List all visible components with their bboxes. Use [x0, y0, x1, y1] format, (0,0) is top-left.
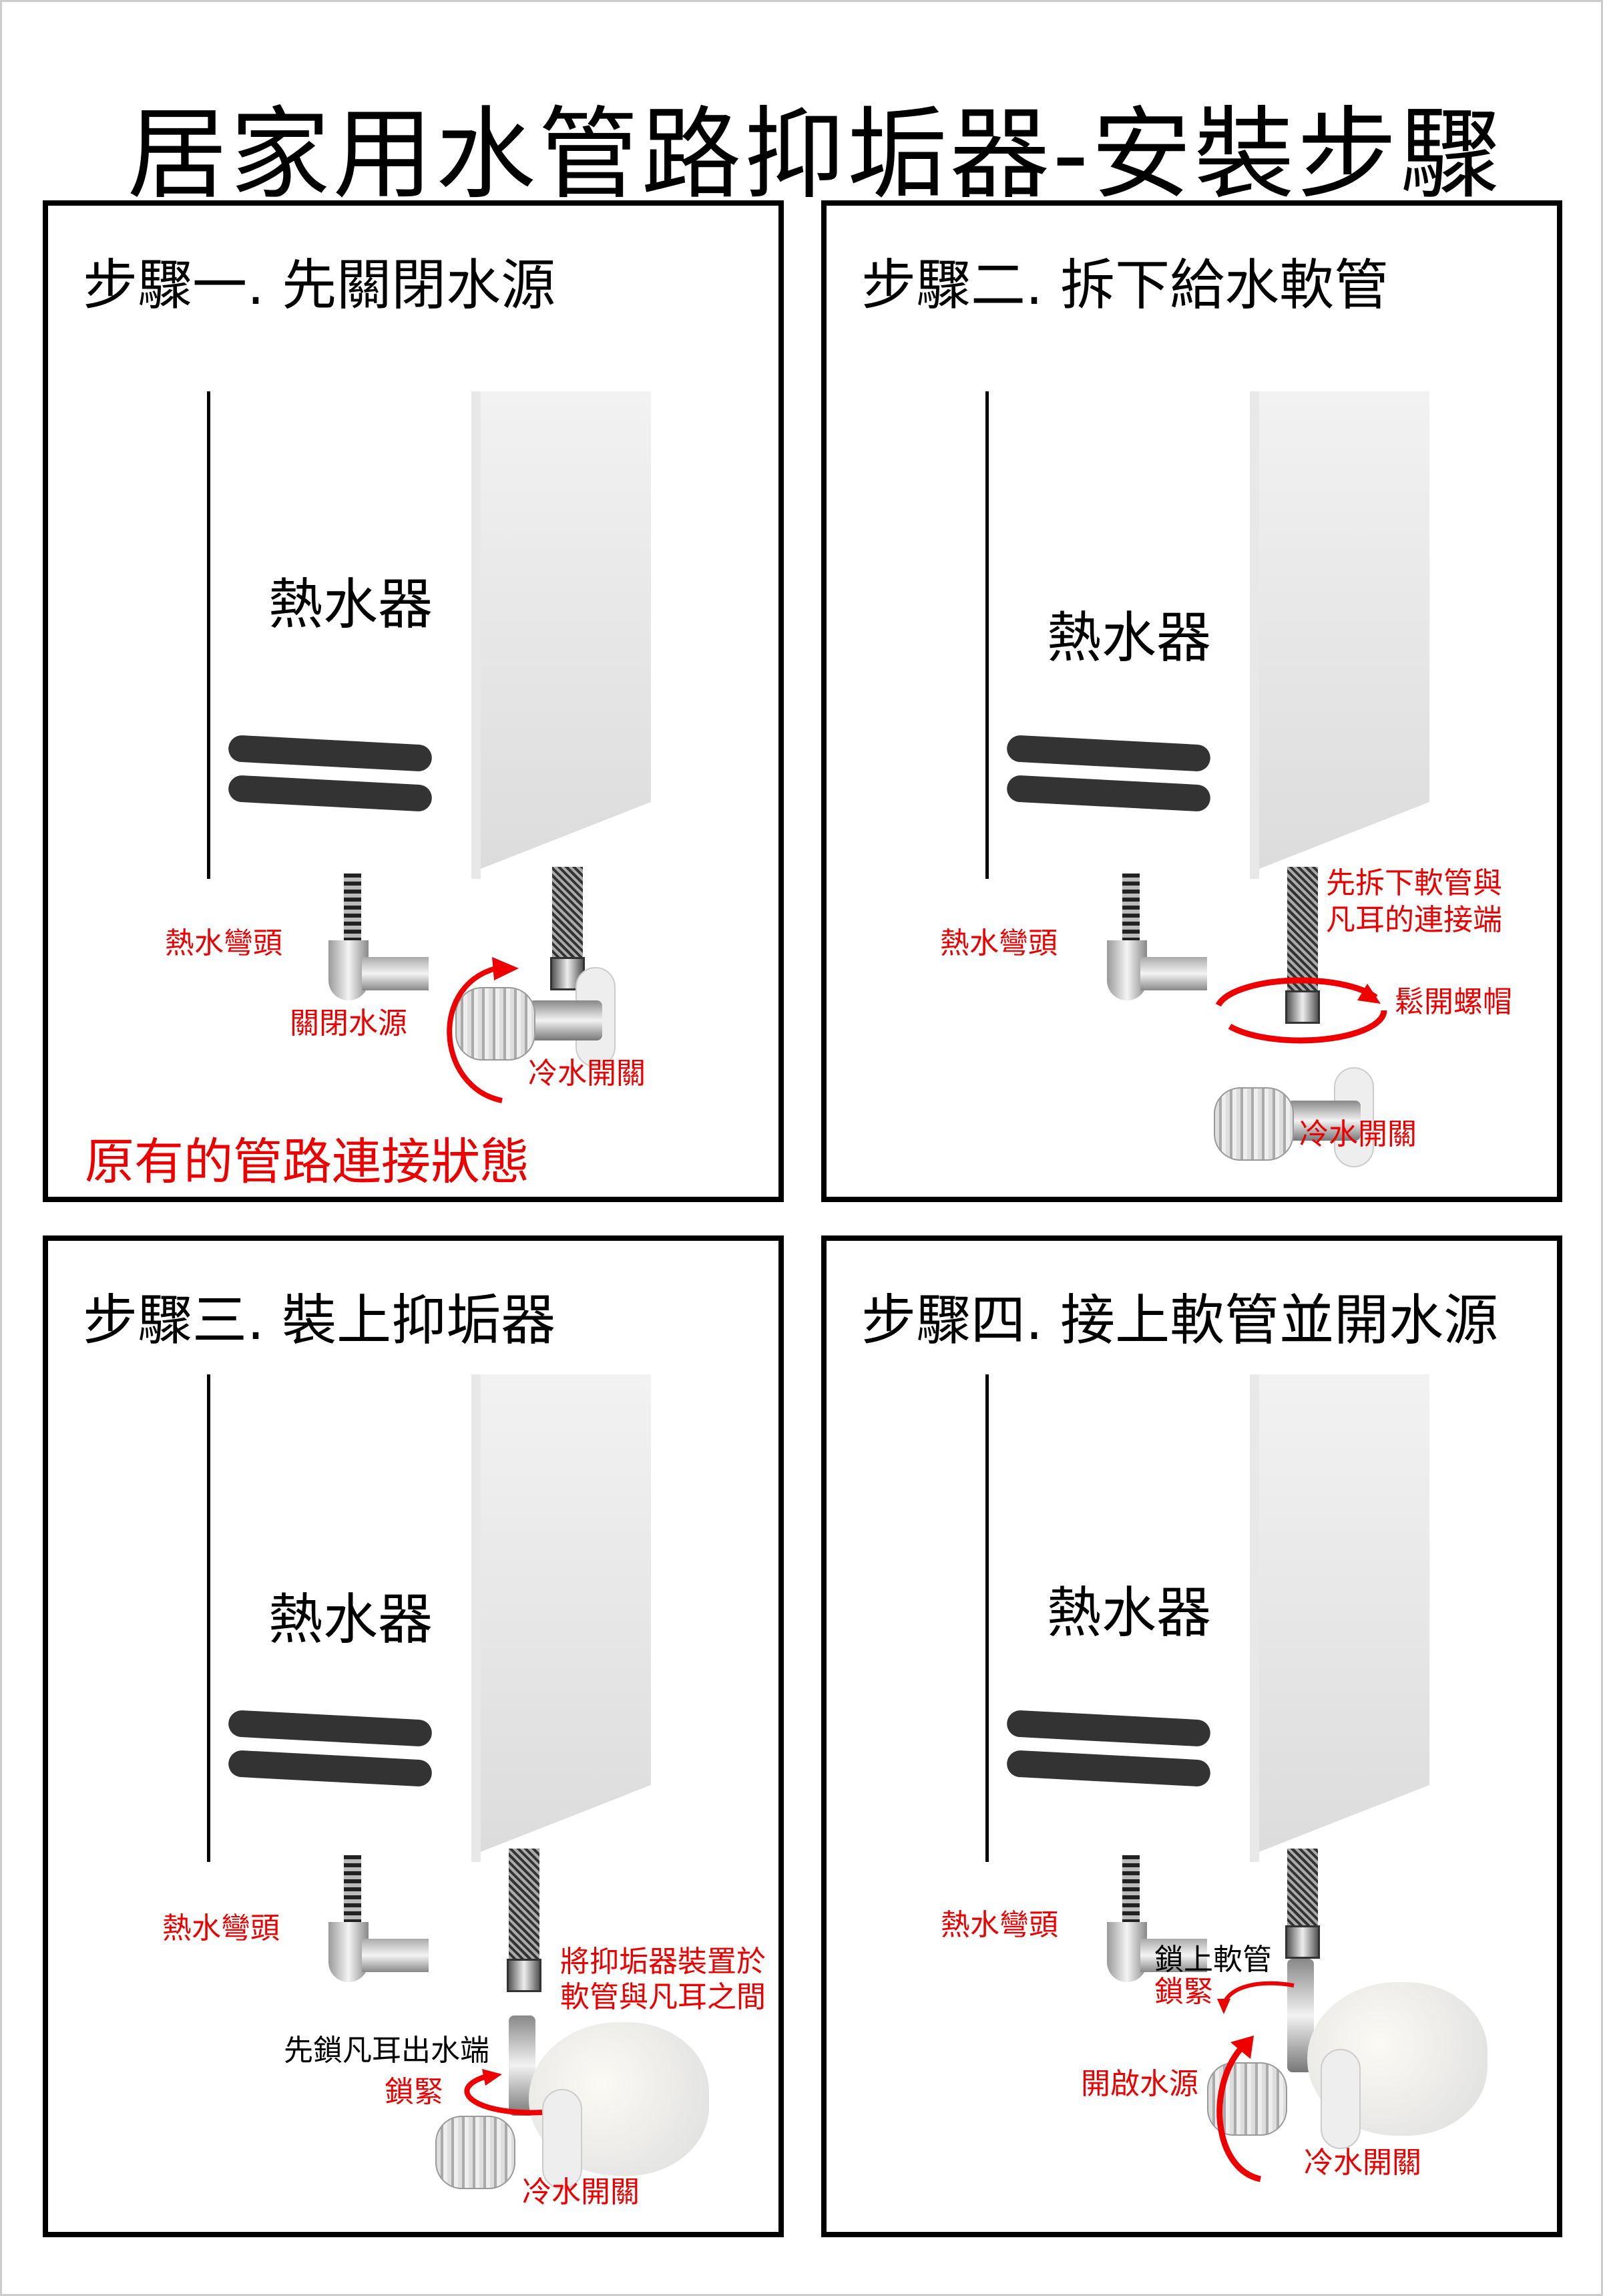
elbow-label: 熱水彎頭	[162, 1911, 280, 1945]
tighten-arrow-icon	[464, 2069, 543, 2116]
rotate-arrow-icon	[447, 957, 519, 1103]
valve-knob	[455, 987, 535, 1061]
water-heater-side	[481, 391, 651, 869]
remove-label-line2: 凡耳的連接端	[1326, 903, 1502, 937]
original-state-label: 原有的管路連接狀態	[85, 1133, 529, 1191]
tighten-label: 鎖緊	[1154, 1975, 1213, 2009]
water-heater	[985, 1374, 1259, 1889]
heater-label: 熱水器	[1047, 606, 1212, 670]
heater-label: 熱水器	[1047, 1581, 1212, 1645]
install-label-line1: 將抑垢器裝置於	[560, 1945, 766, 1979]
hot-water-elbow-outlet	[362, 1939, 429, 1972]
supply-hose	[552, 867, 583, 960]
valve-flange	[542, 2089, 582, 2189]
water-heater-side	[481, 1374, 651, 1852]
elbow-label: 熱水彎頭	[941, 1908, 1058, 1942]
elbow-label: 熱水彎頭	[940, 926, 1058, 960]
step-4-panel: 步驟四. 接上軟管並開水源 熱水器 熱水彎頭 鎖上軟管 鎖緊 開啟水源 冷水開關	[821, 1235, 1562, 2237]
hose-nut	[1285, 1925, 1320, 1959]
step-heading: 步驟三. 裝上抑垢器	[83, 1289, 556, 1352]
hot-water-pipe	[344, 1855, 361, 1929]
install-label-line2: 軟管與凡耳之間	[560, 1980, 766, 2014]
tighten-arrow-icon	[1217, 1981, 1295, 2014]
heater-label: 熱水器	[268, 1588, 433, 1652]
valve-body	[529, 1000, 602, 1040]
valve-flange	[1321, 2049, 1361, 2149]
remove-label-line1: 先拆下軟管與	[1326, 866, 1502, 900]
supply-hose	[1287, 867, 1318, 994]
supply-hose	[509, 1849, 539, 1962]
open-water-label: 開啟水源	[1081, 2067, 1198, 2101]
lock-outlet-label: 先鎖凡耳出水端	[284, 2034, 489, 2068]
valve-knob	[435, 2116, 515, 2189]
loosen-arrow-icon	[1214, 977, 1387, 1044]
water-heater-side	[1259, 1374, 1429, 1852]
supply-hose	[1287, 1849, 1318, 1929]
hot-water-pipe	[1122, 1855, 1140, 1929]
hot-water-pipe	[344, 874, 361, 947]
cold-switch-label: 冷水開關	[522, 2175, 640, 2209]
tighten-label: 鎖緊	[385, 2075, 443, 2109]
valve-knob	[1214, 1087, 1294, 1161]
cold-switch-label: 冷水開關	[1299, 1117, 1417, 1151]
water-heater-side	[1259, 391, 1429, 869]
hot-water-elbow-outlet	[1140, 1939, 1207, 1972]
heater-label: 熱水器	[268, 573, 433, 636]
step-2-panel: 步驟二. 拆下給水軟管 熱水器 熱水彎頭 先拆下軟管與 凡耳的連接端 鬆開螺帽 …	[821, 200, 1562, 1202]
open-water-arrow-icon	[1216, 2036, 1262, 2182]
hose-nut	[507, 1959, 541, 1992]
step-heading: 步驟二. 拆下給水軟管	[861, 254, 1389, 317]
close-water-label: 關閉水源	[290, 1006, 407, 1040]
step-heading: 步驟一. 先關閉水源	[83, 254, 556, 317]
step-1-panel: 步驟一. 先關閉水源 熱水器 熱水彎頭 關閉水源 冷水開關 原有的管路連接狀態	[43, 200, 784, 1202]
hose-nut	[550, 957, 585, 990]
cold-switch-label: 冷水開關	[528, 1057, 646, 1091]
hose-nut	[1285, 990, 1320, 1024]
lock-hose-label: 鎖上軟管	[1154, 1943, 1272, 1977]
step-heading: 步驟四. 接上軟管並開水源	[861, 1289, 1499, 1352]
hot-water-pipe	[1122, 874, 1140, 947]
page-title: 居家用水管路抑垢器-安裝步驟	[127, 97, 1503, 213]
step-3-panel: 步驟三. 裝上抑垢器 熱水器 熱水彎頭 將抑垢器裝置於 軟管與凡耳之間 先鎖凡耳…	[43, 1235, 784, 2237]
elbow-label: 熱水彎頭	[165, 926, 282, 960]
valve-body	[1287, 1101, 1361, 1141]
cold-switch-label: 冷水開關	[1304, 2146, 1421, 2180]
hot-water-elbow-outlet	[1140, 957, 1207, 990]
hot-water-elbow-outlet	[362, 957, 429, 990]
loosen-nut-label: 鬆開螺帽	[1395, 985, 1512, 1019]
